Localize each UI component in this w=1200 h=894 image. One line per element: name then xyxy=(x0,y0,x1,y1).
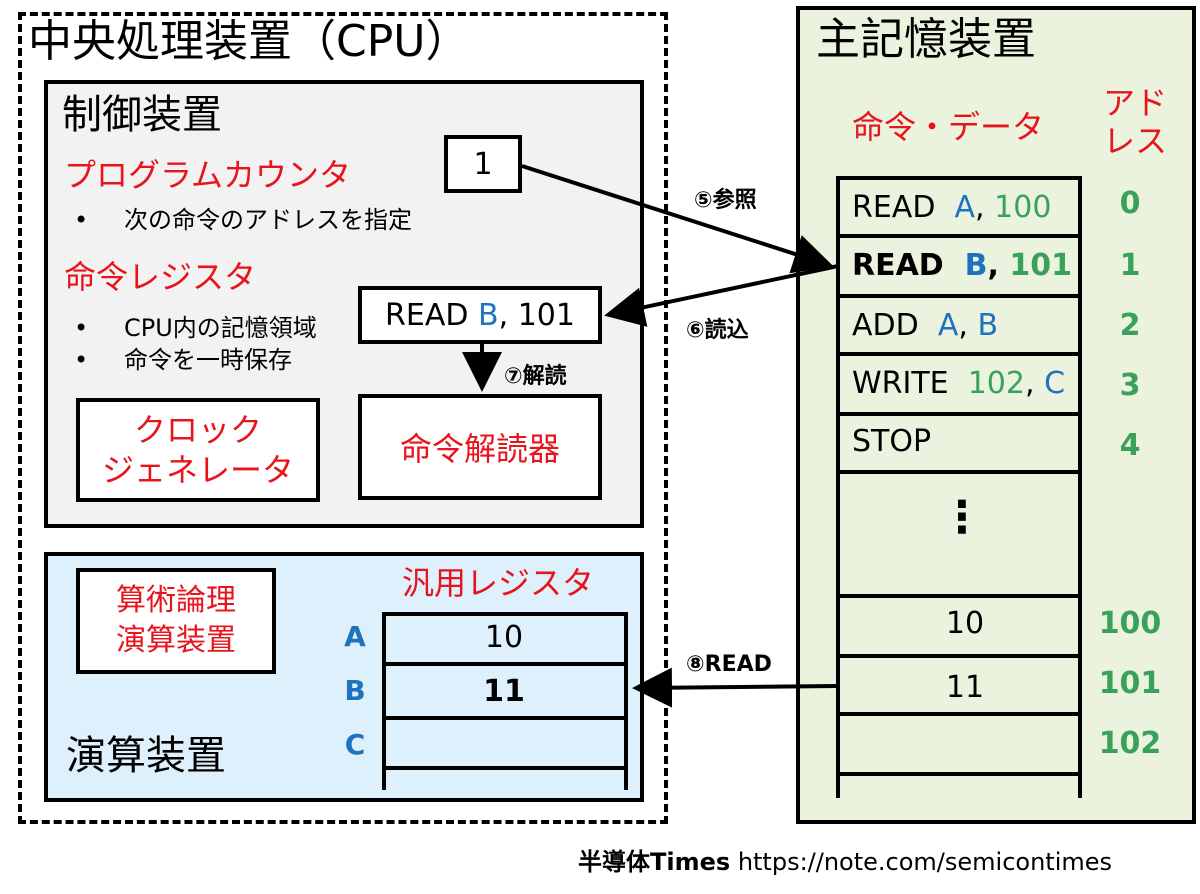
alu-unit-title: 演算装置 xyxy=(66,733,226,779)
memory-ellipsis: ⋮ xyxy=(940,492,984,543)
memory-column-header: 命令・データ xyxy=(852,108,1045,146)
ir-op: READ xyxy=(385,297,469,333)
clock-generator-box: クロック ジェネレータ xyxy=(76,398,320,502)
footer-brand: 半導体Times xyxy=(578,848,731,876)
register-a-value: 10 xyxy=(484,620,524,655)
address-2: 2 xyxy=(1119,308,1141,343)
footer-url[interactable]: https://note.com/semicontimes xyxy=(737,848,1113,876)
memory-row-1: READ B, 101 xyxy=(852,248,1072,283)
ir-addr: 101 xyxy=(517,297,575,333)
memory-row-100: 10 xyxy=(945,606,985,641)
main-memory-title: 主記憶装置 xyxy=(816,14,1036,65)
general-register-table xyxy=(382,612,628,790)
address-0: 0 xyxy=(1119,186,1141,221)
arrow-step-8 xyxy=(632,667,839,708)
instruction-register-note-2: •命令を一時保存 xyxy=(74,346,292,374)
program-counter-label: プログラムカウンタ xyxy=(64,156,352,194)
memory-row-101: 11 xyxy=(945,670,985,705)
ir-reg: B xyxy=(478,297,499,333)
memory-row-3: WRITE 102, C xyxy=(852,366,1066,401)
address-4: 4 xyxy=(1119,428,1141,463)
program-counter-box: 1 xyxy=(444,135,522,193)
program-counter-note: •次の命令のアドレスを指定 xyxy=(74,206,412,234)
address-101: 101 xyxy=(1098,666,1162,701)
address-header-line-1: アド xyxy=(1102,84,1167,122)
step-5-label: ⑤参照 xyxy=(694,188,757,213)
memory-row-4: STOP xyxy=(852,424,932,459)
alu-line-2: 演算装置 xyxy=(116,623,236,658)
clock-line-1: クロック xyxy=(133,411,262,449)
register-b-name: B xyxy=(344,674,366,707)
arrow-step-6 xyxy=(604,264,839,327)
cpu-title: 中央処理装置（CPU） xyxy=(28,16,470,67)
instruction-register-box: READ B, 101 xyxy=(358,286,602,344)
decoder-label: 命令解読器 xyxy=(399,430,560,468)
address-100: 100 xyxy=(1098,606,1162,641)
footer-credit: 半導体Times https://note.com/semicontimes xyxy=(578,842,1112,877)
address-1: 1 xyxy=(1119,248,1141,283)
arrow-step-5 xyxy=(521,164,834,274)
general-register-title: 汎用レジスタ xyxy=(402,564,595,602)
instruction-register-note-1: •CPU内の記憶領域 xyxy=(74,314,317,342)
step-8-label: ⑧READ xyxy=(686,652,772,677)
cpu-container xyxy=(18,12,668,824)
address-102: 102 xyxy=(1098,726,1162,761)
alu-box: 算術論理 演算装置 xyxy=(76,568,276,674)
memory-row-0: READ A, 100 xyxy=(852,190,1052,225)
alu-line-1: 算術論理 xyxy=(116,583,236,618)
register-b-value: 11 xyxy=(483,674,525,709)
address-header-line-2: レス xyxy=(1102,122,1167,160)
instruction-register-label: 命令レジスタ xyxy=(64,258,257,296)
address-header: アド レス xyxy=(1090,84,1180,160)
memory-table xyxy=(836,176,1082,798)
address-3: 3 xyxy=(1119,368,1141,403)
register-a-name: A xyxy=(344,620,366,653)
control-unit-title: 制御装置 xyxy=(62,92,222,138)
ir-sep: , xyxy=(498,297,509,333)
register-c-name: C xyxy=(344,728,366,761)
step-6-label: ⑥読込 xyxy=(686,318,749,343)
program-counter-value: 1 xyxy=(473,146,493,182)
instruction-decoder-box: 命令解読器 xyxy=(358,394,602,500)
step-7-label: ⑦解読 xyxy=(504,364,567,389)
memory-row-2: ADD A, B xyxy=(852,308,999,343)
clock-line-2: ジェネレータ xyxy=(101,451,294,489)
